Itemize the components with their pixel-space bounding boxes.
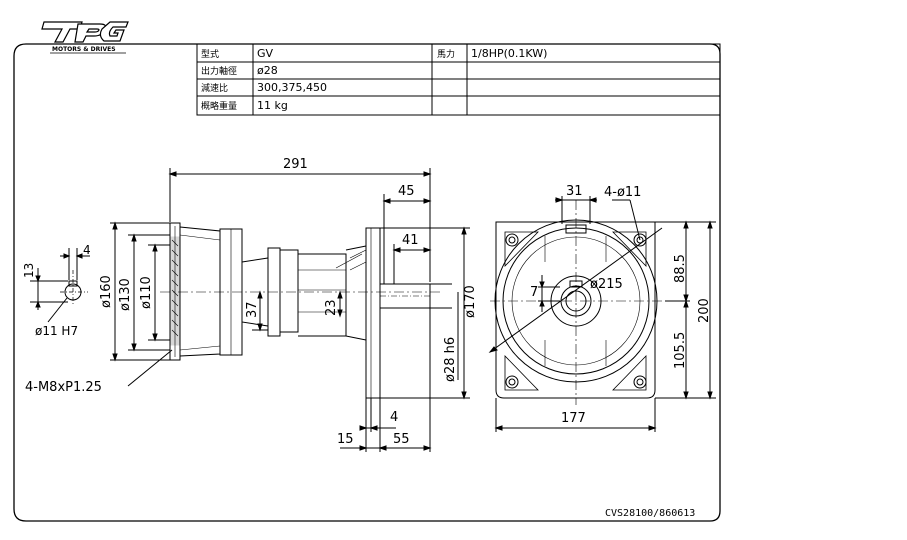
spec-label-shaft: 出力軸徑: [201, 65, 237, 77]
dim-37: 37: [245, 301, 260, 318]
dim-4b: 4: [390, 410, 398, 425]
spec-label-model: 型式: [201, 48, 219, 60]
spec-table: [196, 43, 721, 116]
dim-bore: ø11 H7: [35, 324, 78, 338]
logo-tagline: MOTORS & DRIVES: [52, 46, 116, 53]
dim-31: 31: [566, 184, 583, 199]
dim-88-5: 88.5: [673, 254, 688, 283]
spec-label-ratio: 減速比: [201, 82, 228, 94]
dim-105-5: 105.5: [673, 332, 688, 369]
front-view: [488, 196, 716, 432]
dim-41: 41: [402, 233, 419, 248]
dim-7: 7: [530, 285, 538, 300]
dim-holes: 4-ø11: [604, 185, 641, 200]
dim-170: ø170: [463, 285, 478, 318]
drawing-code: CVS28100/860613: [605, 508, 695, 519]
dim-200: 200: [697, 298, 712, 323]
spec-value-power: 1/8HP(0.1KW): [471, 47, 547, 60]
dim-177: 177: [561, 411, 586, 426]
dim-15: 15: [337, 432, 354, 447]
dim-23: 23: [324, 299, 339, 316]
dim-45: 45: [398, 184, 415, 199]
dim-bolt: 4-M8xP1.25: [25, 380, 102, 395]
dim-key-width: 4: [83, 243, 91, 257]
spec-label-power: 馬力: [437, 48, 455, 60]
spec-value-shaft: ø28: [257, 64, 278, 77]
company-logo: MOTORS & DRIVES: [41, 21, 129, 54]
dim-215: ø215: [590, 277, 623, 292]
dim-160: ø160: [99, 275, 114, 308]
dim-key-height: 13: [22, 263, 36, 278]
spec-value-model: GV: [257, 47, 274, 60]
side-view: [110, 168, 470, 452]
dim-130: ø130: [118, 278, 133, 311]
keyway-detail: [30, 248, 90, 323]
dim-28-h6: ø28 h6: [443, 337, 458, 382]
dim-overall-length: 291: [283, 157, 308, 172]
spec-value-ratio: 300,375,450: [257, 81, 327, 94]
sheet-border: [13, 43, 721, 522]
spec-label-weight: 概略重量: [201, 100, 237, 112]
spec-value-weight: 11 kg: [257, 99, 288, 112]
dim-110: ø110: [139, 276, 154, 309]
dim-55: 55: [393, 432, 410, 447]
